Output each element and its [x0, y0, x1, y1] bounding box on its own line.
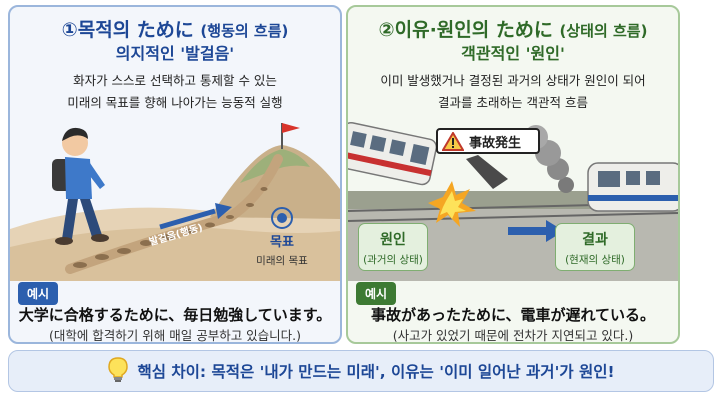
key-difference-text: 핵심 차이: 목적은 '내가 만드는 미래', 이유는 '이미 일어난 과거'가… [137, 363, 615, 381]
reason-desc-line2: 결과를 초래하는 객관적 흐름 [438, 95, 588, 110]
reason-description: 이미 발생했거나 결정된 과거의 상태가 원인이 되어 결과를 초래하는 객관적… [348, 70, 678, 114]
example-japanese: 事故があったために、電車が遅れている。 [370, 306, 656, 324]
result-title: 결과 [582, 232, 608, 248]
purpose-subheading: 의지적인 '발걸음' [115, 44, 235, 63]
example-translation: (대학에 합격하기 위해 매일 공부하고 있습니다.) [48, 328, 302, 343]
example-tag: 예시 [356, 282, 397, 305]
cause-box: 원인 (과거의 상태) [358, 223, 428, 271]
purpose-panel: ①목적의 ために (행동의 흐름) 의지적인 '발걸음' 화자가 스스로 선택하… [8, 5, 342, 344]
goal-subtitle: 미래의 목표 [256, 255, 308, 267]
reason-heading: ②이유·원인의 ために (상태의 흐름) [348, 15, 678, 42]
example-translation: (사고가 있었기 때문에 전차가 지연되고 있다.) [392, 328, 634, 343]
walking-illustration [10, 123, 340, 281]
key-difference-banner: 핵심 차이: 목적은 '내가 만드는 미래', 이유는 '이미 일어난 과거'가… [8, 350, 714, 392]
example-tag: 예시 [18, 282, 59, 305]
goal-box: 목표 미래의 목표 [242, 207, 322, 268]
cause-subtitle: (과거의 상태) [363, 254, 423, 266]
result-subtitle: (현재의 상태) [565, 254, 625, 266]
purpose-heading-sub: (행동의 흐름) [200, 22, 289, 40]
result-box: 결과 (현재의 상태) [555, 223, 635, 271]
cause-title: 원인 [380, 232, 406, 248]
purpose-desc-line1: 화자가 스스로 선택하고 통제할 수 있는 [73, 73, 277, 88]
reason-heading-main: ②이유·원인의 ために [378, 19, 553, 41]
purpose-heading-main: ①목적의 ために [61, 19, 194, 41]
goal-icon [271, 207, 293, 229]
accident-label: 事故発生 [469, 135, 522, 151]
lightbulb-icon [107, 356, 129, 386]
reason-desc-line1: 이미 발생했거나 결정된 과거의 상태가 원인이 되어 [380, 73, 646, 88]
reason-subheading: 객관적인 '원인' [461, 44, 565, 63]
purpose-description: 화자가 스스로 선택하고 통제할 수 있는 미래의 목표를 향해 나아가는 능동… [10, 70, 340, 114]
goal-title: 목표 [270, 235, 294, 250]
accident-sign: 事故発生 [436, 128, 540, 154]
reason-panel: ②이유·원인의 ために (상태의 흐름) 객관적인 '원인' 이미 발생했거나 … [346, 5, 680, 344]
reason-heading-sub: (상태의 흐름) [559, 22, 648, 40]
purpose-heading: ①목적의 ために (행동의 흐름) [10, 15, 340, 42]
example-japanese: 大学に合格するために、毎日勉強しています。 [18, 306, 332, 324]
purpose-desc-line2: 미래의 목표를 향해 나아가는 능동적 실행 [67, 95, 283, 110]
warning-icon [441, 130, 465, 151]
